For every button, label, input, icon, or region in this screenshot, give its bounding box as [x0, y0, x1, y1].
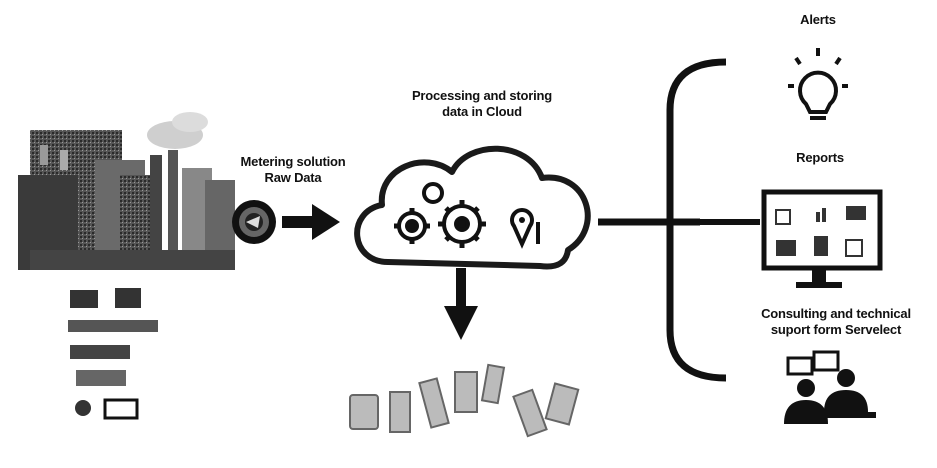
arrow-to-cloud: [282, 204, 340, 240]
consulting-label: Consulting and technical suport form Ser…: [738, 306, 934, 338]
processing-label-line2: data in Cloud: [442, 104, 522, 119]
consulting-people-icon: [784, 350, 876, 424]
consulting-label-line2: suport form Servelect: [770, 322, 902, 337]
metering-label-line1: Metering solution: [240, 154, 346, 169]
meter-icon: [232, 200, 276, 244]
arrow-down: [444, 268, 478, 340]
factory-image: [18, 112, 235, 270]
consulting-label-line1: Consulting and technical: [761, 306, 911, 321]
processing-label-line1: Processing and storing: [411, 88, 553, 103]
reports-monitor-icon: [761, 189, 883, 288]
metering-label: Metering solution Raw Data: [218, 154, 368, 186]
alerts-label: Alerts: [800, 12, 836, 27]
gears-icon: [394, 182, 486, 248]
devices-image: [349, 363, 580, 438]
processing-label: Processing and storing data in Cloud: [382, 88, 582, 120]
location-pin-icon: [510, 208, 540, 249]
protocol-logos: [68, 288, 158, 420]
reports-label: Reports: [796, 150, 844, 165]
bracket: [666, 58, 727, 382]
lightbulb-icon: [788, 48, 848, 120]
metering-label-line2: Raw Data: [264, 170, 322, 185]
